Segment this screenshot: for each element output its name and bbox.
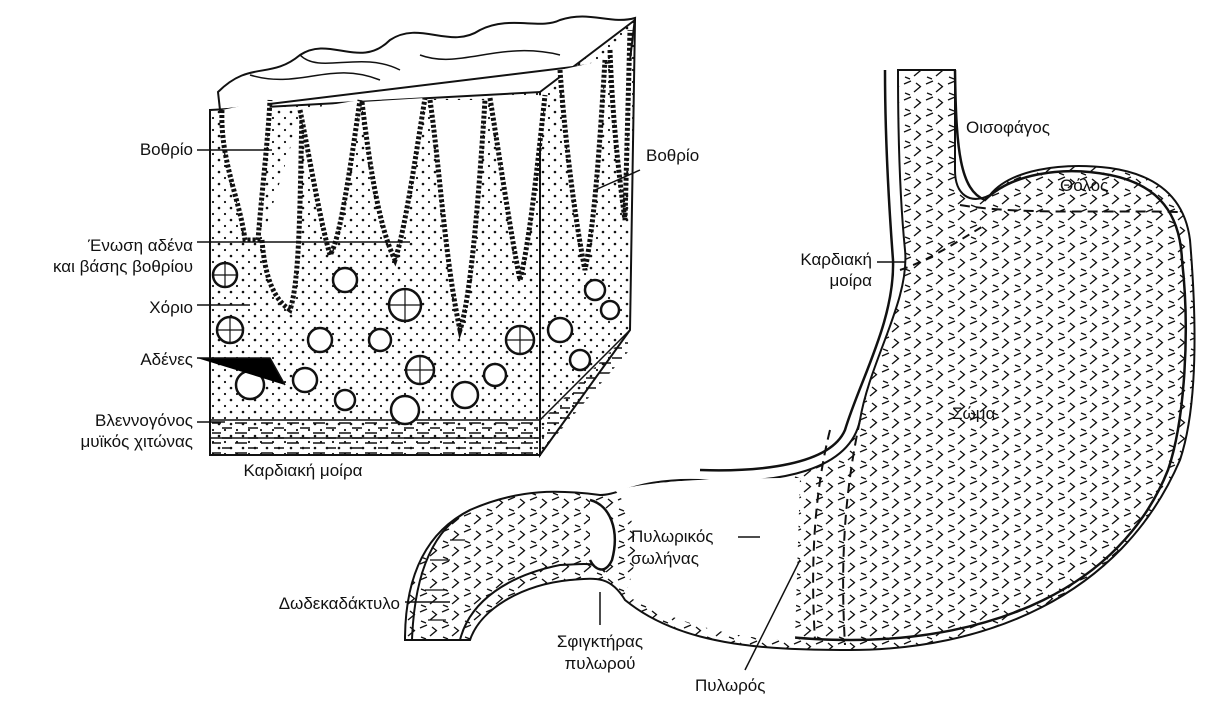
label-pyloric-canal-line1: Πυλωρικός <box>631 527 713 547</box>
gland-cell <box>369 329 391 351</box>
gland-cell <box>452 382 478 408</box>
label-cardia-line2: μοίρα <box>760 271 872 291</box>
label-pit-left: Βοθρίο <box>100 140 193 160</box>
label-mucosa-line2: μυϊκός χιτώνας <box>0 432 193 452</box>
label-block-caption: Καρδιακή μοίρα <box>218 461 388 481</box>
gland-cell <box>548 318 572 342</box>
gland-cell <box>333 268 357 292</box>
label-duodenum: Δωδεκαδάκτυλο <box>220 594 400 614</box>
label-junction-line2: και βάσης βοθρίου <box>0 257 193 277</box>
gland-cell <box>335 390 355 410</box>
label-pylorus: Πυλωρός <box>695 676 765 696</box>
label-stroma: Χόριο <box>100 298 193 318</box>
gland-cell <box>601 301 619 319</box>
label-junction-line1: Ένωση αδένα <box>0 236 193 256</box>
label-sphincter-line1: Σφιγκτήρας <box>530 632 670 652</box>
gland-cell <box>293 368 317 392</box>
label-glands: Αδένες <box>100 350 193 370</box>
label-esophagus: Οισοφάγος <box>966 118 1050 138</box>
gland-cell <box>570 350 590 370</box>
label-body: Σώμα <box>952 404 995 424</box>
label-pyloric-canal-line2: σωλήνας <box>631 549 699 569</box>
label-mucosa-line1: Βλεννογόνος <box>0 411 193 431</box>
label-pit-right: Βοθρίο <box>646 146 699 166</box>
label-sphincter-line2: πυλωρού <box>530 654 670 674</box>
label-fundus: Θόλος <box>1060 176 1108 196</box>
gland-cell <box>391 396 419 424</box>
gland-cell <box>308 328 332 352</box>
gland-cell <box>585 280 605 300</box>
label-cardia-line1: Καρδιακή <box>760 250 872 270</box>
tissue-block <box>210 16 635 455</box>
gland-cell <box>484 364 506 386</box>
